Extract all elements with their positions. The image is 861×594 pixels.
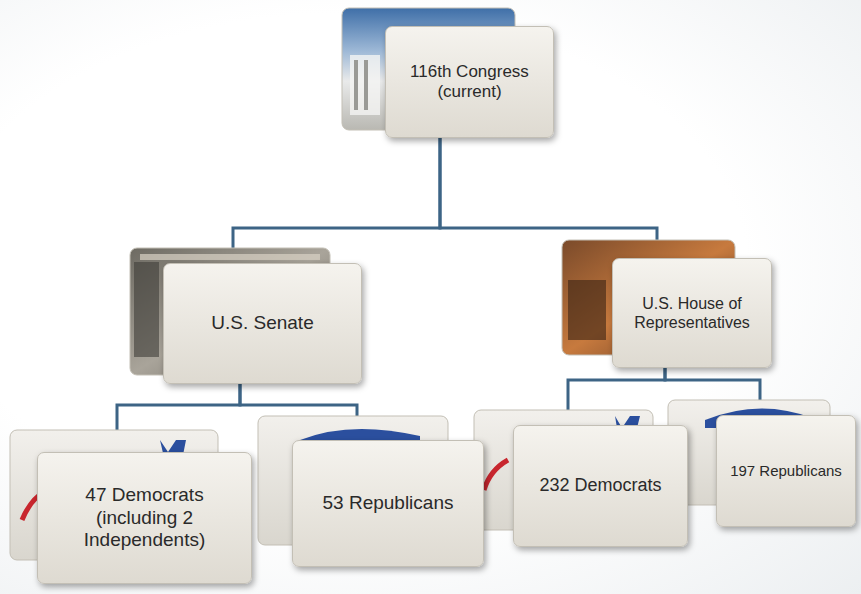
box-label: 197 Republicans — [730, 462, 842, 480]
box-label: 53 Republicans — [323, 492, 454, 515]
text-box: 197 Republicans — [716, 415, 856, 527]
box-label: 47 Democrats (including 2 Independents) — [46, 484, 243, 552]
text-box: 53 Republicans — [292, 440, 484, 567]
box-label: 116th Congress (current) — [394, 62, 545, 103]
connector-line — [233, 138, 440, 263]
text-box: U.S. House of Representatives — [612, 258, 772, 368]
text-box: 47 Democrats (including 2 Independents) — [37, 452, 252, 584]
text-box: U.S. Senate — [163, 263, 362, 384]
box-label: U.S. Senate — [211, 312, 313, 335]
text-box: 116th Congress (current) — [385, 26, 554, 138]
text-box: 232 Democrats — [513, 425, 688, 547]
box-label: 232 Democrats — [539, 475, 661, 497]
box-label: U.S. House of Representatives — [621, 294, 763, 332]
